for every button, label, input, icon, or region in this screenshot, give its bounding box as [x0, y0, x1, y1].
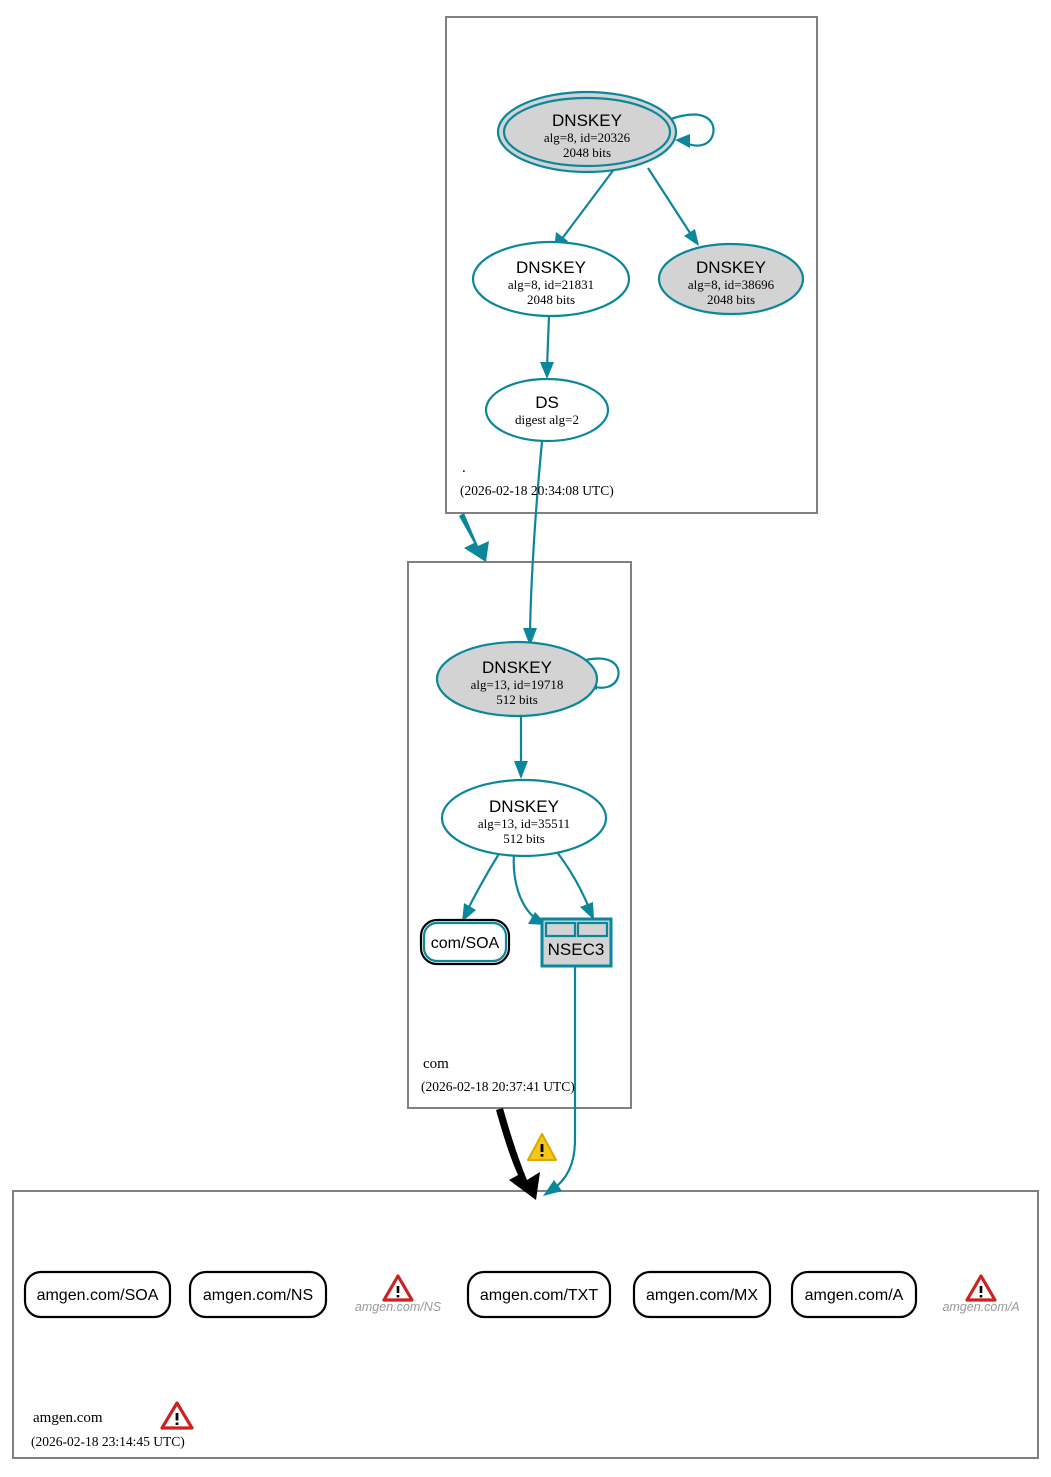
- warning-amgen-ns[interactable]: amgen.com/NS: [355, 1274, 442, 1314]
- node-amgen-mx-label: amgen.com/MX: [646, 1287, 758, 1304]
- node-dnskey-20326-line2: alg=8, id=20326: [544, 130, 631, 145]
- node-com-soa[interactable]: com/SOA: [419, 918, 511, 966]
- node-dnskey-20326[interactable]: DNSKEY alg=8, id=20326 2048 bits: [496, 90, 678, 174]
- node-dnskey-21831-line3: 2048 bits: [527, 292, 575, 307]
- node-amgen-a-label: amgen.com/A: [805, 1287, 904, 1304]
- warning-triangle-icon-amgen-a: [965, 1274, 997, 1302]
- node-dnskey-35511-title: DNSKEY: [489, 797, 559, 816]
- zone-label-com-name: com: [423, 1056, 449, 1072]
- node-dnskey-38696-title: DNSKEY: [696, 258, 766, 277]
- node-ds-root-title: DS: [535, 393, 559, 412]
- node-dnskey-38696-line3: 2048 bits: [707, 292, 755, 307]
- zone-label-root-name: .: [462, 460, 466, 476]
- node-com-soa-label: com/SOA: [431, 935, 500, 952]
- node-amgen-soa[interactable]: amgen.com/SOA: [23, 1270, 172, 1319]
- node-amgen-ns[interactable]: amgen.com/NS: [188, 1270, 328, 1319]
- warning-triangle-icon-insecure-delegation: [527, 1133, 557, 1161]
- edge-dnskey-20326-to-38696: [647, 167, 699, 246]
- node-dnskey-21831[interactable]: DNSKEY alg=8, id=21831 2048 bits: [471, 240, 631, 318]
- warning-amgen-ns-label: amgen.com/NS: [355, 1300, 442, 1314]
- node-dnskey-21831-line2: alg=8, id=21831: [508, 277, 594, 292]
- node-amgen-txt[interactable]: amgen.com/TXT: [466, 1270, 612, 1319]
- node-amgen-soa-label: amgen.com/SOA: [37, 1287, 159, 1304]
- node-dnskey-38696-line2: alg=8, id=38696: [688, 277, 775, 292]
- node-dnskey-35511-line2: alg=13, id=35511: [478, 816, 570, 831]
- zone-label-amgen-name: amgen.com: [33, 1410, 103, 1426]
- node-dnskey-38696[interactable]: DNSKEY alg=8, id=38696 2048 bits: [657, 242, 805, 316]
- node-dnskey-19718-line2: alg=13, id=19718: [471, 677, 564, 692]
- node-dnskey-20326-line3: 2048 bits: [563, 145, 611, 160]
- node-dnskey-21831-title: DNSKEY: [516, 258, 586, 277]
- edge-zone-com-to-amgen-insecure: [496, 1108, 540, 1200]
- zone-label-com-timestamp: (2026-02-18 20:37:41 UTC): [421, 1079, 575, 1094]
- node-dnskey-20326-title: DNSKEY: [552, 111, 622, 130]
- edge-dnskey-35511-to-nsec3-right: [556, 851, 594, 920]
- edge-dnskey-35511-to-com-soa: [462, 851, 501, 922]
- node-amgen-txt-label: amgen.com/TXT: [480, 1287, 598, 1304]
- node-amgen-mx[interactable]: amgen.com/MX: [632, 1270, 772, 1319]
- node-nsec3-com-label: NSEC3: [548, 940, 605, 959]
- node-ds-root[interactable]: DS digest alg=2: [484, 377, 610, 443]
- edge-ds-to-dnskey-19718: [523, 431, 545, 646]
- node-dnskey-35511[interactable]: DNSKEY alg=13, id=35511 512 bits: [440, 778, 608, 858]
- zone-label-amgen-timestamp: (2026-02-18 23:14:45 UTC): [31, 1434, 185, 1449]
- node-dnskey-19718-line3: 512 bits: [496, 692, 538, 707]
- node-ds-root-line2: digest alg=2: [515, 412, 579, 427]
- warning-triangle-icon-zone-amgen[interactable]: [160, 1401, 194, 1430]
- node-dnskey-35511-line3: 512 bits: [503, 831, 545, 846]
- edge-dnskey-19718-to-35511: [514, 715, 528, 779]
- node-amgen-a[interactable]: amgen.com/A: [790, 1270, 918, 1319]
- node-nsec3-com[interactable]: NSEC3: [540, 917, 613, 968]
- warning-amgen-a-label: amgen.com/A: [942, 1300, 1019, 1314]
- edge-zone-root-to-com: [459, 513, 489, 562]
- warning-triangle-icon-amgen-ns: [382, 1274, 414, 1302]
- node-dnskey-19718[interactable]: DNSKEY alg=13, id=19718 512 bits: [435, 640, 599, 718]
- edge-dnskey-20326-self-sign: [667, 113, 715, 148]
- warning-amgen-a[interactable]: amgen.com/A: [942, 1274, 1020, 1314]
- node-amgen-ns-label: amgen.com/NS: [203, 1287, 313, 1304]
- node-dnskey-19718-title: DNSKEY: [482, 658, 552, 677]
- edge-dnskey-21831-to-ds: [540, 314, 554, 379]
- edge-nsec3-to-amgen-zone: [543, 966, 577, 1196]
- zone-label-root-timestamp: (2026-02-18 20:34:08 UTC): [460, 483, 614, 498]
